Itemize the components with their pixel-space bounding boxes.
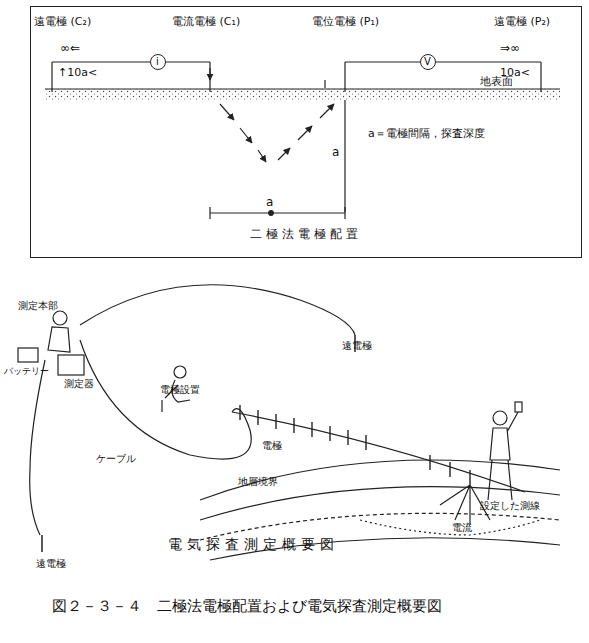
electrode-label: 遠電極 (C₂) <box>34 16 91 29</box>
figure-caption: 図２－３－４ 二極法電極配置および電気探査測定概要図 <box>52 597 442 616</box>
voltmeter-symbol: V <box>420 54 436 70</box>
meter-letter: i <box>156 56 159 67</box>
legend-note: a＝電極間隔，探査深度 <box>368 128 485 141</box>
sketch-label: 遠電極 <box>342 340 372 352</box>
sketch-label: 電極設置 <box>160 384 200 396</box>
meter-letter: V <box>424 56 431 67</box>
electrode-layout <box>45 62 560 219</box>
sketch-label: ケーブル <box>96 453 136 465</box>
sketch-label: 測定本部 <box>18 300 58 312</box>
sketch-label: 遠電極 <box>36 558 66 570</box>
sketch-label: 測定器 <box>64 378 94 390</box>
figure-title: 二極法電極配置 <box>31 226 581 243</box>
electrode-label: 電位電極 (P₁) <box>312 16 379 29</box>
distance-note: ↑10a< <box>58 67 97 80</box>
infinity-mark: ⇒∞ <box>500 42 520 56</box>
infinity-mark: ∞⇐ <box>60 42 80 56</box>
sketch-label: バッテリー <box>4 366 49 376</box>
field-sketch <box>18 285 560 560</box>
sketch-label: 電流 <box>452 522 472 534</box>
electrode-label: 電流電極 (C₁) <box>172 16 240 29</box>
sketch-label: 設定した測線 <box>480 500 540 512</box>
ground-label: 地表面 <box>480 76 513 89</box>
sketch-label: 電極 <box>262 440 282 452</box>
dimension-label: a <box>266 196 273 210</box>
sketch-label: 地層境界 <box>238 476 278 488</box>
ammeter-symbol: i <box>150 54 166 70</box>
dimension-label: a <box>332 146 339 160</box>
electrode-label: 遠電極 (P₂) <box>494 16 550 29</box>
figure-frame: 二極法電極配置 i V <box>30 6 582 258</box>
sketch-title: 電気探査測定概要図 <box>168 536 339 552</box>
